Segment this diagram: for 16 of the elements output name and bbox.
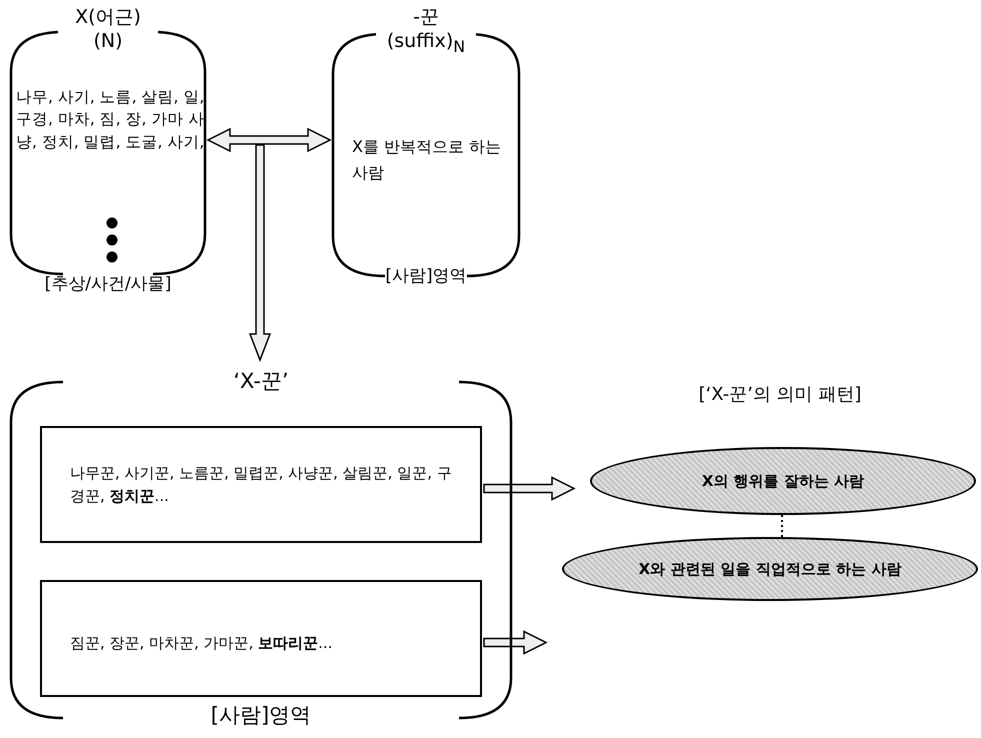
ellipse: X와 관련된 일을 직업적으로 하는 사람 — [562, 537, 978, 601]
arrow — [206, 128, 332, 152]
heading: ‘X-꾼’ — [232, 368, 290, 394]
section-label: [‘X-꾼’의 의미 패턴] — [698, 384, 862, 406]
text-box: 짐꾼, 장꾼, 마차꾼, 가마꾼, 보따리꾼... — [40, 580, 482, 697]
category-label: [추상/사건/사물] — [44, 274, 172, 296]
word-list: 나무, 사기, 노름, 살림, 일, 구경, 마차, 짐, 장, 가마 사냥, 정치, 밀렵, 도굴, 사기, — [16, 86, 206, 154]
domain-label: [사람]영역 — [210, 702, 312, 728]
arrow — [248, 144, 272, 362]
arrow — [483, 630, 548, 655]
ellipse: X의 행위를 잘하는 사람 — [590, 447, 976, 515]
dotted-line — [781, 515, 783, 537]
text-box: 나무꾼, 사기꾼, 노름꾼, 밀렵꾼, 사냥꾼, 살림꾼, 일꾼, 구경꾼, 정치꾼... — [40, 426, 482, 543]
meaning-text: X를 반복적으로 하는 사람 — [352, 136, 502, 184]
arrow — [483, 476, 576, 501]
domain-label: [사람]영역 — [384, 266, 468, 288]
